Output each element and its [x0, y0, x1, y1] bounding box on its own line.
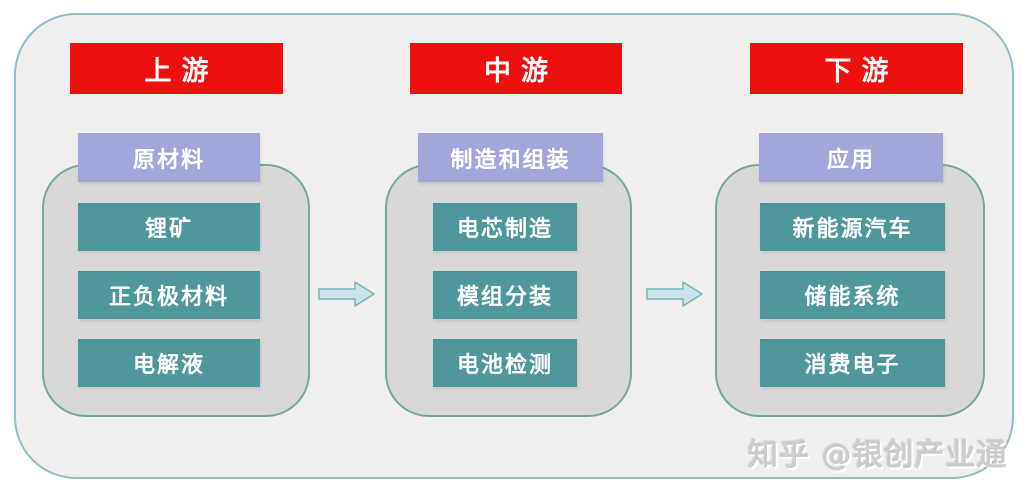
item-cell-manufacturing: 电芯制造 [433, 203, 577, 251]
stage-banner-midstream: 中游 [410, 43, 622, 94]
category-header-raw-materials: 原材料 [78, 133, 260, 182]
item-module-packaging: 模组分装 [433, 271, 577, 319]
item-electrolyte: 电解液 [78, 339, 260, 387]
stage-banner-downstream: 下游 [750, 43, 963, 94]
item-electrode-materials: 正负极材料 [78, 271, 260, 319]
zhihu-watermark: 知乎 @银创产业通 [748, 438, 1008, 473]
arrow-right-icon [646, 281, 703, 307]
stage-banner-upstream: 上游 [70, 43, 283, 94]
category-header-applications: 应用 [759, 133, 943, 182]
item-lithium-ore: 锂矿 [78, 203, 260, 251]
item-battery-testing: 电池检测 [433, 339, 577, 387]
item-new-energy-vehicles: 新能源汽车 [760, 203, 945, 251]
item-consumer-electronics: 消费电子 [760, 339, 945, 387]
item-energy-storage-systems: 储能系统 [760, 271, 945, 319]
arrow-right-icon [318, 281, 375, 307]
category-header-manufacturing-assembly: 制造和组装 [418, 133, 603, 182]
